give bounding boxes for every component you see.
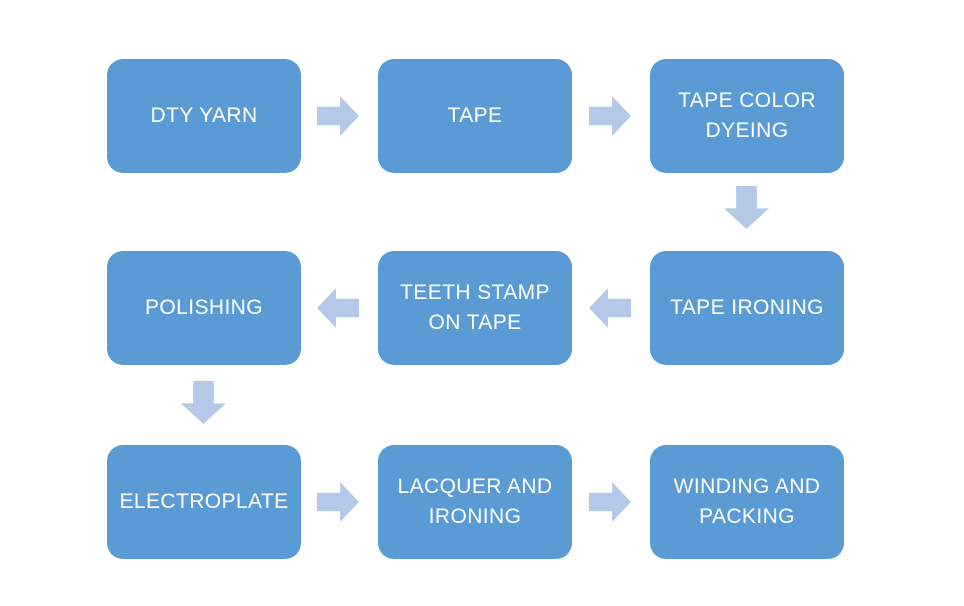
flow-node-label: TAPE COLOR DYEING [678, 89, 816, 142]
flow-node-polishing: POLISHING [107, 251, 301, 365]
arrow-right-icon [317, 482, 359, 522]
flow-node-electroplate: ELECTROPLATE [107, 445, 301, 559]
flow-node-label: DTY YARN [150, 104, 258, 127]
flow-node-label: LACQUER AND IRONING [397, 475, 553, 528]
arrow-left-icon [317, 288, 359, 328]
arrow-right-icon [589, 482, 631, 522]
arrow-left-icon [589, 288, 631, 328]
flow-node-teeth-stamp-on-tape: TEETH STAMP ON TAPE [378, 251, 572, 365]
flow-node-tape: TAPE [378, 59, 572, 173]
arrow-down-icon [181, 381, 226, 424]
flow-node-label: TAPE IRONING [670, 296, 824, 319]
flow-node-tape-color-dyeing: TAPE COLOR DYEING [650, 59, 844, 173]
flow-node-dty-yarn: DTY YARN [107, 59, 301, 173]
arrow-right-icon [589, 96, 631, 136]
flow-node-label: TAPE [447, 104, 503, 127]
flow-node-tape-ironing: TAPE IRONING [650, 251, 844, 365]
flow-node-label: TEETH STAMP ON TAPE [400, 281, 550, 334]
flow-node-label: POLISHING [145, 296, 263, 319]
arrow-right-icon [317, 96, 359, 136]
flow-node-lacquer-and-ironing: LACQUER AND IRONING [378, 445, 572, 559]
flow-node-winding-and-packing: WINDING AND PACKING [650, 445, 844, 559]
flow-node-label: ELECTROPLATE [119, 490, 289, 513]
flow-node-label: WINDING AND PACKING [673, 475, 821, 528]
arrow-down-icon [724, 186, 769, 229]
